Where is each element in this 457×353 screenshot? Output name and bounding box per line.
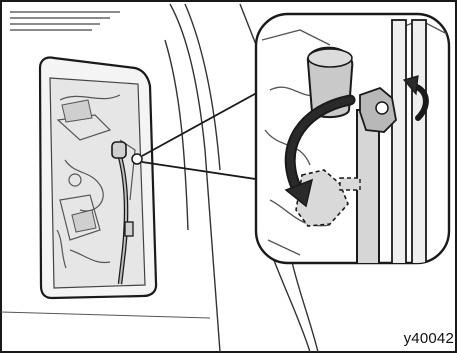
access-opening xyxy=(40,57,156,298)
magnified-inset xyxy=(256,14,449,270)
figure-code: y40042 xyxy=(404,330,454,347)
